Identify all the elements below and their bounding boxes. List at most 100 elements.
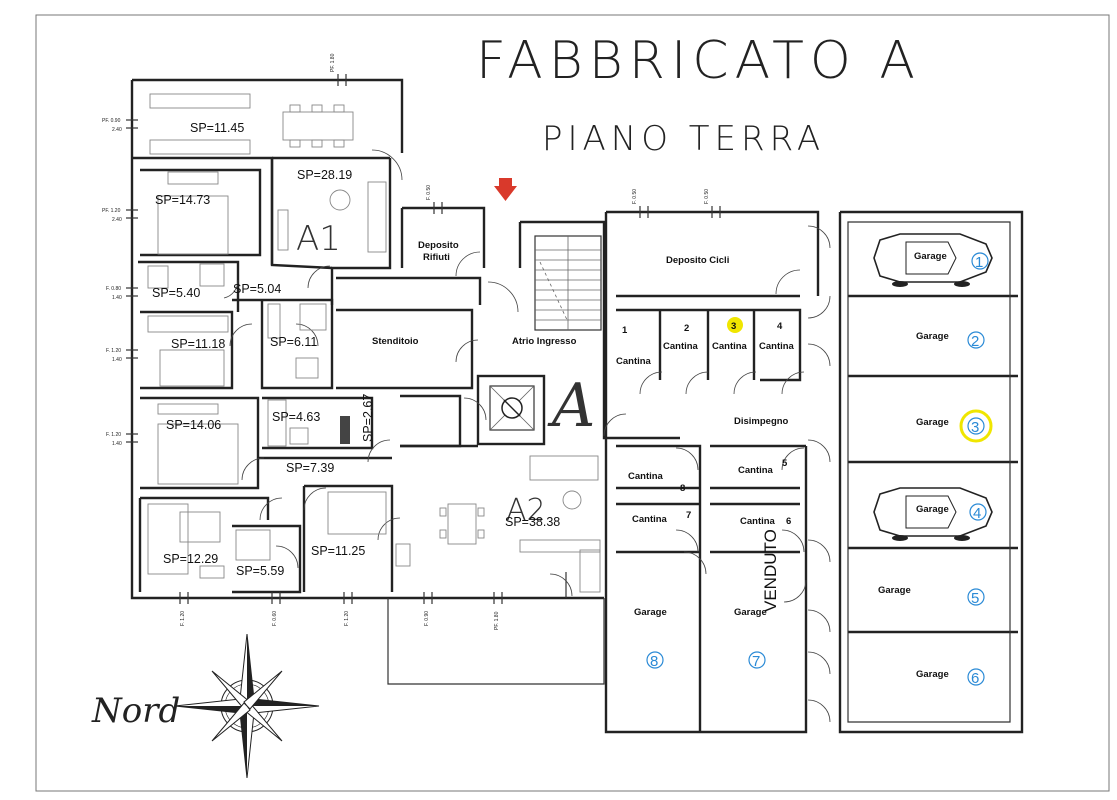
cantina-number: 6 — [786, 516, 791, 527]
window-label-f120-c: F. 1.20 — [180, 611, 186, 626]
furniture — [147, 93, 601, 593]
room-area: SP=6.11 — [270, 335, 317, 349]
room-area: SP=28.19 — [297, 168, 352, 182]
cantina-label: Cantina — [616, 356, 652, 367]
compass-label: Nord — [91, 691, 180, 731]
room-area: SP=5.59 — [236, 564, 284, 578]
room-name: Deposito Cicli — [666, 255, 729, 266]
room-name: Disimpegno — [734, 416, 789, 427]
garage-number-circle — [748, 651, 766, 669]
room-area: SP=2.67 — [361, 394, 375, 442]
room-area: SP=5.04 — [233, 282, 281, 296]
door-swings — [223, 149, 831, 723]
garage-label: Garage — [916, 331, 949, 342]
window-label-h140-c: 1.40 — [112, 441, 122, 447]
apartment-a1-label: A1 — [296, 219, 341, 259]
room-area: SP=11.18 — [171, 337, 225, 351]
cantina-number: 8 — [680, 483, 685, 494]
entrance-arrow-icon — [494, 178, 517, 201]
garage-number: 2 — [971, 333, 979, 350]
cantina-label: Cantina — [663, 341, 699, 352]
cantina-number: 7 — [686, 510, 691, 521]
garage-number-circle — [967, 417, 985, 435]
room-area: SP=7.39 — [286, 461, 334, 475]
window-label-h140-b: 1.40 — [112, 357, 122, 363]
room-area: SP=12.29 — [163, 552, 218, 566]
garage-number-circle — [969, 503, 987, 521]
window-label-f120-d: F. 1.20 — [344, 611, 350, 626]
room-area: SP=14.06 — [166, 418, 221, 432]
garage-label: Garage — [734, 607, 767, 618]
garage-number: 4 — [973, 505, 981, 522]
garage-number: 8 — [650, 653, 658, 670]
room-name: Rifiuti — [423, 252, 450, 263]
garage-number: 6 — [971, 670, 979, 687]
room-area: SP=38.38 — [505, 515, 560, 529]
window-label-pf120: PF. 1.20 — [102, 208, 121, 214]
room-name: Atrio Ingresso — [512, 336, 577, 347]
plan-title: FABBRICATO A — [476, 31, 921, 91]
car-icon-garage-4 — [873, 487, 993, 541]
core-a-label: A — [547, 371, 595, 441]
garage-number-circle — [967, 668, 985, 686]
garage-label: Garage — [916, 504, 949, 515]
garage-walls — [838, 210, 1024, 734]
garage-label: Garage — [914, 251, 947, 262]
window-label-pf180-b: PF. 1.80 — [494, 611, 500, 630]
cantina-label: Cantina — [632, 514, 668, 525]
window-label-f120-a: F. 1.20 — [106, 348, 121, 354]
cantina-label: Cantina — [738, 465, 774, 476]
window-label-h240-a: 2.40 — [112, 127, 122, 133]
garage-label: Garage — [878, 585, 911, 596]
window-marks — [126, 74, 721, 604]
garage-label: Garage — [916, 417, 949, 428]
room-area: SP=5.40 — [152, 286, 200, 300]
apartment-a2-label: A2 — [506, 493, 546, 528]
room-area: SP=14.73 — [155, 193, 210, 207]
window-label-f050-a: F. 0.50 — [426, 185, 432, 200]
window-label-f120-b: F. 1.20 — [106, 432, 121, 438]
plan-subtitle: PIANO TERRA — [542, 119, 825, 159]
window-label-f080: F. 0.80 — [106, 286, 121, 292]
stair-core — [400, 220, 680, 448]
garage-number: 1 — [975, 254, 983, 271]
room-area: SP=11.25 — [311, 544, 365, 558]
cantina-number: 1 — [622, 325, 628, 336]
cantina-number: 3 — [731, 321, 736, 332]
garage-number-circle — [967, 588, 985, 606]
cantina-label: Cantina — [759, 341, 795, 352]
window-label-h140-a: 1.40 — [112, 295, 122, 301]
window-label-f050-c: F. 0.50 — [704, 189, 710, 204]
garage-number-circle — [967, 331, 985, 349]
cantina-label: Cantina — [712, 341, 748, 352]
window-label-h240-b: 2.40 — [112, 217, 122, 223]
garage-number: 7 — [752, 653, 760, 670]
garage-number-circle — [646, 651, 664, 669]
room-name: Deposito — [418, 240, 459, 251]
cantina-number: 5 — [782, 458, 788, 469]
cantina-3-highlight — [727, 317, 743, 333]
sold-stamp: VENDUTO — [761, 529, 780, 612]
apartment-walls — [130, 78, 605, 685]
window-label-f050-b: F. 0.50 — [632, 189, 638, 204]
window-label-pf090: PF. 0.90 — [102, 118, 121, 124]
window-label-f090: F. 0.90 — [424, 611, 430, 626]
compass-rose-icon — [174, 633, 320, 779]
room-area: SP=11.45 — [190, 121, 244, 135]
cantina-label: Cantina — [628, 471, 664, 482]
room-area: SP=4.63 — [272, 410, 320, 424]
car-icon-garage-1 — [873, 233, 993, 287]
garage-number: 3 — [971, 419, 979, 436]
cantina-number: 4 — [777, 321, 783, 332]
service-walls — [604, 210, 820, 734]
cantina-label: Cantina — [740, 516, 776, 527]
garage-number: 5 — [971, 590, 979, 607]
garage-label: Garage — [916, 669, 949, 680]
room-name: Stenditoio — [372, 336, 419, 347]
window-label-f060: F. 0.60 — [272, 611, 278, 626]
window-label-pf180: PF. 1.80 — [330, 53, 336, 72]
garage-number-circle — [971, 252, 989, 270]
cantina-number: 2 — [684, 323, 689, 334]
